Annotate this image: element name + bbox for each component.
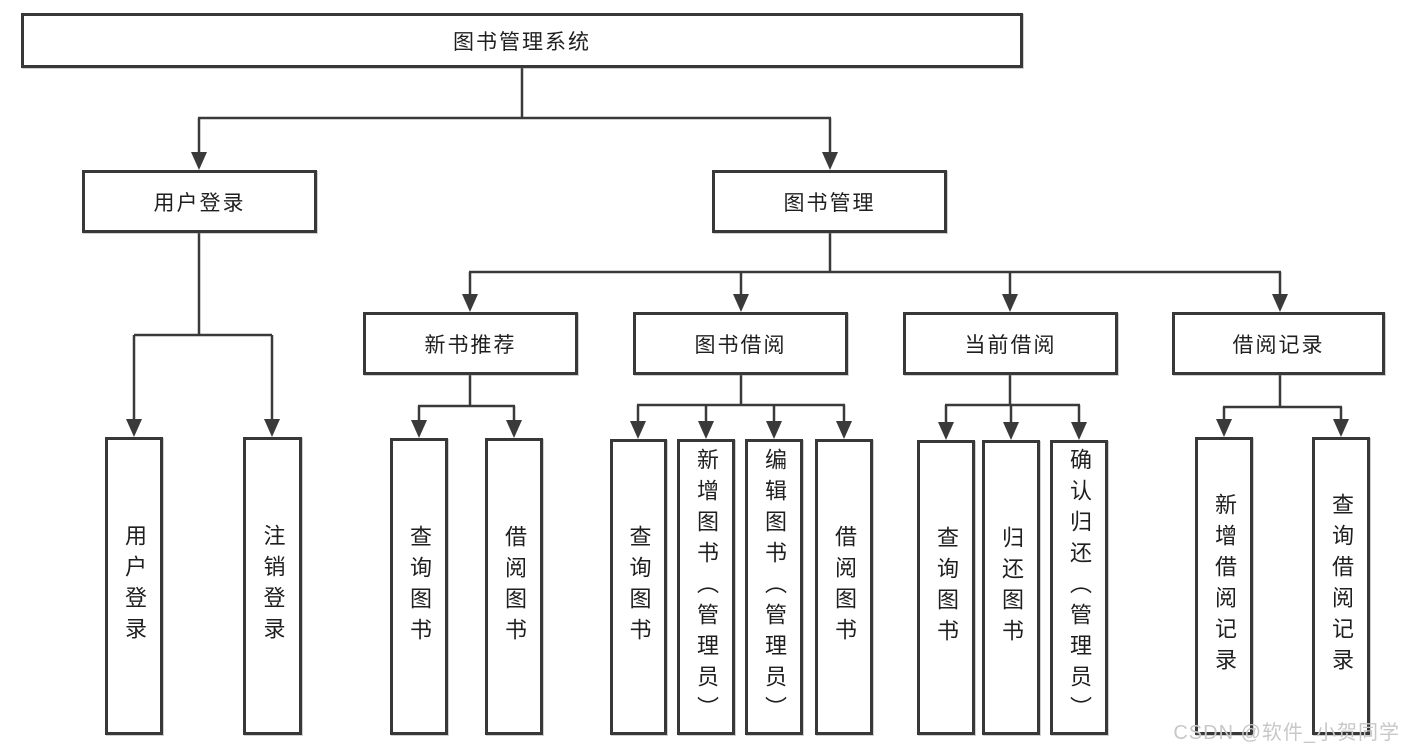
node-label: 当前借阅 [964,333,1057,357]
node-root-system: 图书管理系统 [21,13,1023,68]
node-book-borrowing: 图书借阅 [633,312,848,375]
node-label: 借阅图书 [502,524,527,649]
node-label: 用户登录 [122,524,147,648]
node-label: 查询图书 [626,525,652,649]
node-label: 图书借阅 [694,333,787,357]
node-label: 注销登录 [260,524,286,648]
leaf-borrow-books-borrowing: 借阅图书 [815,439,873,735]
leaf-query-books-current: 查询图书 [917,440,975,735]
leaf-query-borrow-record: 查询借阅记录 [1312,437,1370,735]
arrowhead-icons [126,152,1349,440]
node-label: 借阅图书 [832,525,857,649]
node-current-borrowing: 当前借阅 [903,312,1118,375]
node-new-book-recommend: 新书推荐 [363,312,578,375]
node-label: 新书推荐 [424,333,517,357]
node-label: 借阅记录 [1232,333,1325,357]
leaf-query-books-borrowing: 查询图书 [610,439,667,735]
node-user-login: 用户登录 [82,170,317,233]
leaf-add-books-admin: 新增图书（管理员） [677,439,735,735]
node-label: 图书管理 [783,191,876,215]
leaf-add-borrow-record: 新增借阅记录 [1195,437,1253,735]
node-label: 新增借阅记录 [1212,493,1237,679]
node-borrowing-records: 借阅记录 [1172,312,1385,375]
leaf-return-books: 归还图书 [982,440,1040,735]
leaf-edit-books-admin: 编辑图书（管理员） [745,439,803,735]
leaf-user-login: 用户登录 [105,437,163,735]
leaf-confirm-return-admin: 确认归还（管理员） [1050,440,1108,735]
leaf-borrow-books-recommend: 借阅图书 [485,438,543,735]
node-label: 编辑图书（管理员） [762,447,787,727]
csdn-watermark: CSDN @软件_小贺同学 [1173,722,1400,744]
node-book-management: 图书管理 [712,170,947,233]
node-label: 确认归还（管理员） [1067,448,1092,727]
node-label: 查询图书 [934,525,959,650]
node-label: 新增图书（管理员） [694,447,719,727]
node-label: 查询图书 [407,524,432,649]
leaf-query-books-recommend: 查询图书 [390,438,448,735]
node-label: 归还图书 [999,525,1024,650]
node-label: 查询借阅记录 [1329,493,1354,679]
leaf-logout: 注销登录 [243,437,302,735]
node-label: 用户登录 [153,191,246,215]
node-label: 图书管理系统 [453,30,591,54]
